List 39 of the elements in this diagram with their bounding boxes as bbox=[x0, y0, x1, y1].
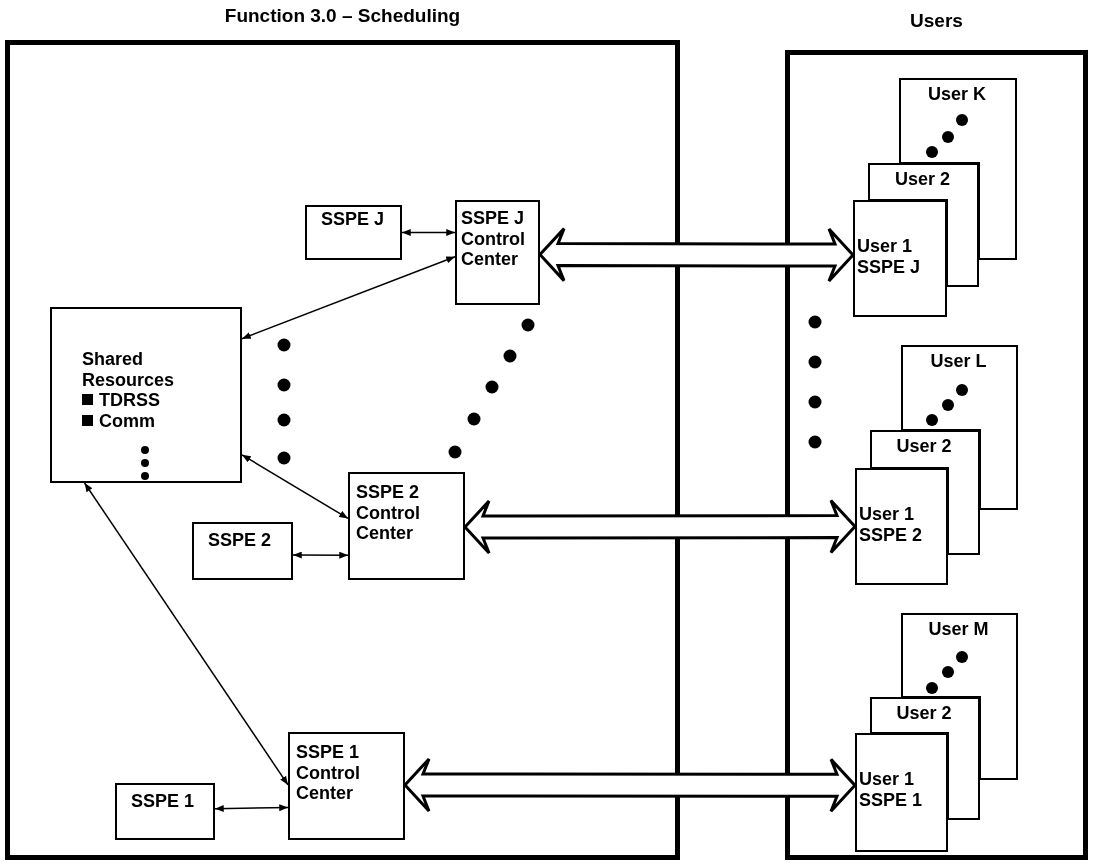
box-label: User 1 SSPE 2 bbox=[859, 504, 924, 546]
box-label: User 2 bbox=[895, 436, 953, 457]
arrow bbox=[214, 804, 289, 812]
process-box bbox=[455, 200, 540, 305]
user-card bbox=[855, 733, 948, 852]
panel-heading: Function 3.0 – Scheduling bbox=[223, 5, 462, 27]
process-box bbox=[192, 522, 293, 580]
process-box bbox=[50, 307, 242, 483]
arrow bbox=[241, 454, 349, 520]
panel-heading: Users bbox=[909, 10, 964, 32]
box-label: SSPE J Control Center bbox=[461, 208, 526, 271]
box-label: User 2 bbox=[893, 169, 951, 190]
process-box bbox=[115, 783, 215, 840]
double-arrow bbox=[462, 499, 858, 555]
box-label: SSPE 1 bbox=[131, 791, 196, 812]
arrow bbox=[241, 255, 456, 340]
box-label: User 1 SSPE J bbox=[857, 236, 922, 278]
box-label: SSPE 2 Control Center bbox=[356, 482, 421, 545]
arrow bbox=[292, 551, 349, 559]
user-card bbox=[853, 200, 947, 317]
box-label: SSPE 1 Control Center bbox=[296, 742, 361, 805]
double-arrow bbox=[537, 227, 856, 283]
box-label: User 2 bbox=[895, 703, 953, 724]
box-label: SSPE 2 bbox=[208, 530, 273, 551]
double-arrow bbox=[402, 757, 858, 813]
box-label: User 1 SSPE 1 bbox=[859, 769, 924, 811]
list-item: TDRSS bbox=[99, 390, 160, 411]
box-label: SSPE J bbox=[321, 209, 386, 230]
process-box bbox=[305, 205, 402, 260]
box-label: User L bbox=[929, 351, 988, 372]
box-label: User K bbox=[927, 84, 987, 105]
box-label: User M bbox=[927, 619, 990, 640]
user-card bbox=[855, 468, 948, 585]
list-item: Comm bbox=[99, 411, 155, 432]
arrow bbox=[83, 482, 289, 786]
arrow bbox=[401, 229, 456, 237]
box-label: Shared Resources bbox=[82, 349, 176, 391]
process-box bbox=[348, 472, 465, 580]
process-box bbox=[288, 732, 405, 840]
